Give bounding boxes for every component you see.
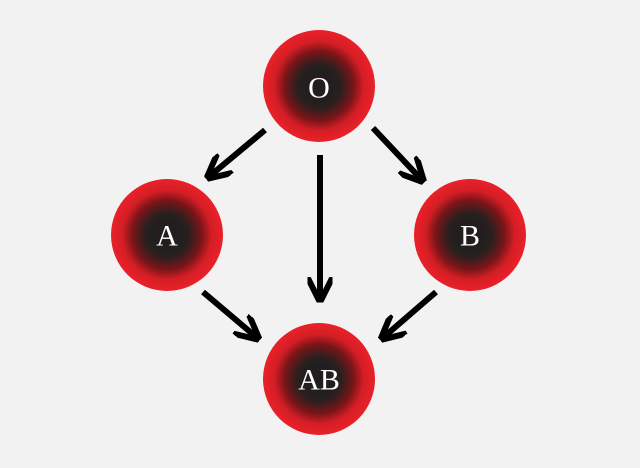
node-a-label: A [156,220,178,253]
node-a: A [111,179,223,291]
arrow-o-to-a [211,127,267,175]
arrows [201,125,438,336]
blood-cell-icon [111,179,223,291]
arrow-a-to-ab [201,289,255,336]
blood-cell-icon [263,323,375,435]
node-ab: AB [263,323,375,435]
arrow-b-to-ab [385,289,438,336]
blood-cell-icon [263,30,375,142]
arrow-o-to-b [370,125,420,178]
node-o: O [263,30,375,142]
node-ab-label: AB [298,364,340,397]
node-b-label: B [460,220,480,253]
node-o-label: O [308,72,330,105]
blood-cell-icon [414,179,526,291]
node-b: B [414,179,526,291]
